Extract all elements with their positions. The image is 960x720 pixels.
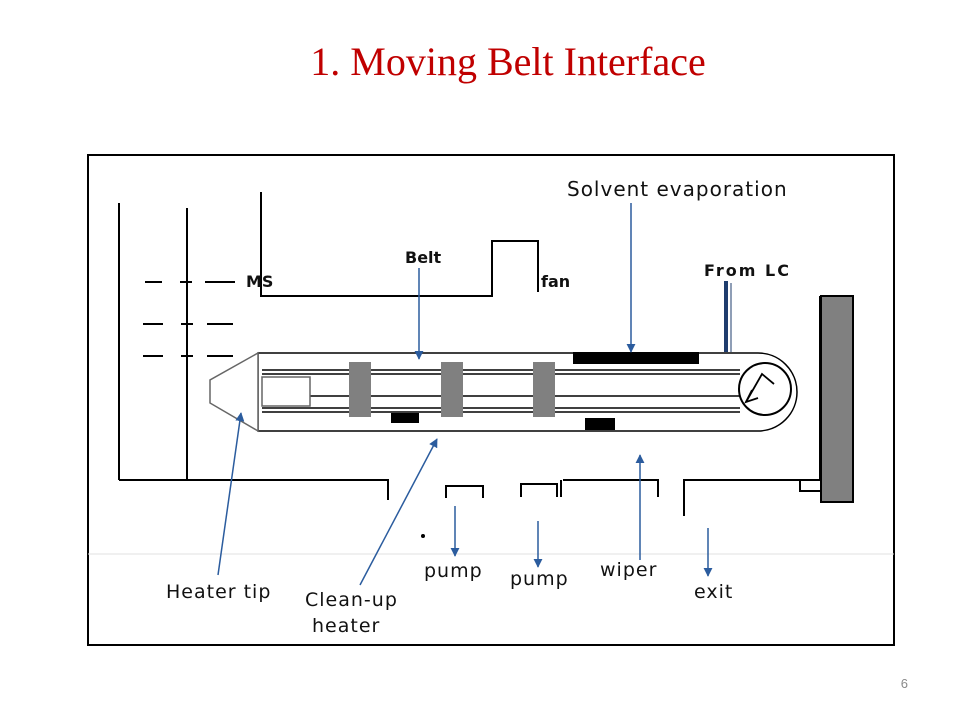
cleanup-heater-label-line2: heater bbox=[312, 615, 380, 637]
solvent-evaporation-label: Solvent evaporation bbox=[567, 177, 788, 201]
pointer-arrows bbox=[217, 203, 713, 586]
belt-pads bbox=[391, 352, 699, 430]
fan-label: fan bbox=[541, 272, 570, 291]
probe-body bbox=[261, 376, 311, 407]
cleanup-heater-arrow bbox=[359, 438, 438, 586]
exit-plate bbox=[820, 295, 854, 503]
belt-loop bbox=[257, 352, 798, 432]
page-number: 6 bbox=[900, 676, 908, 691]
ms-chamber bbox=[118, 203, 389, 500]
slide-title: 1. Moving Belt Interface bbox=[310, 39, 706, 84]
fan-housing bbox=[260, 192, 539, 297]
from-lc-label: From LC bbox=[704, 261, 791, 280]
heater-tip-label: Heater tip bbox=[166, 581, 271, 603]
belt-blocks bbox=[349, 362, 555, 417]
pump-2-label: pump bbox=[510, 568, 569, 590]
exit-label: exit bbox=[694, 581, 733, 603]
heater-tip-arrow bbox=[217, 412, 245, 576]
heater-tip-nose bbox=[209, 351, 259, 433]
belt-label: Belt bbox=[405, 248, 442, 267]
wiper-label: wiper bbox=[600, 559, 657, 581]
pump-1-label: pump bbox=[424, 560, 483, 582]
pump-openings bbox=[445, 479, 823, 516]
small-dot bbox=[421, 534, 425, 538]
cleanup-heater-label-line1: Clean-up bbox=[305, 589, 398, 611]
ms-label: MS bbox=[246, 272, 273, 291]
drive-roller bbox=[738, 362, 792, 416]
